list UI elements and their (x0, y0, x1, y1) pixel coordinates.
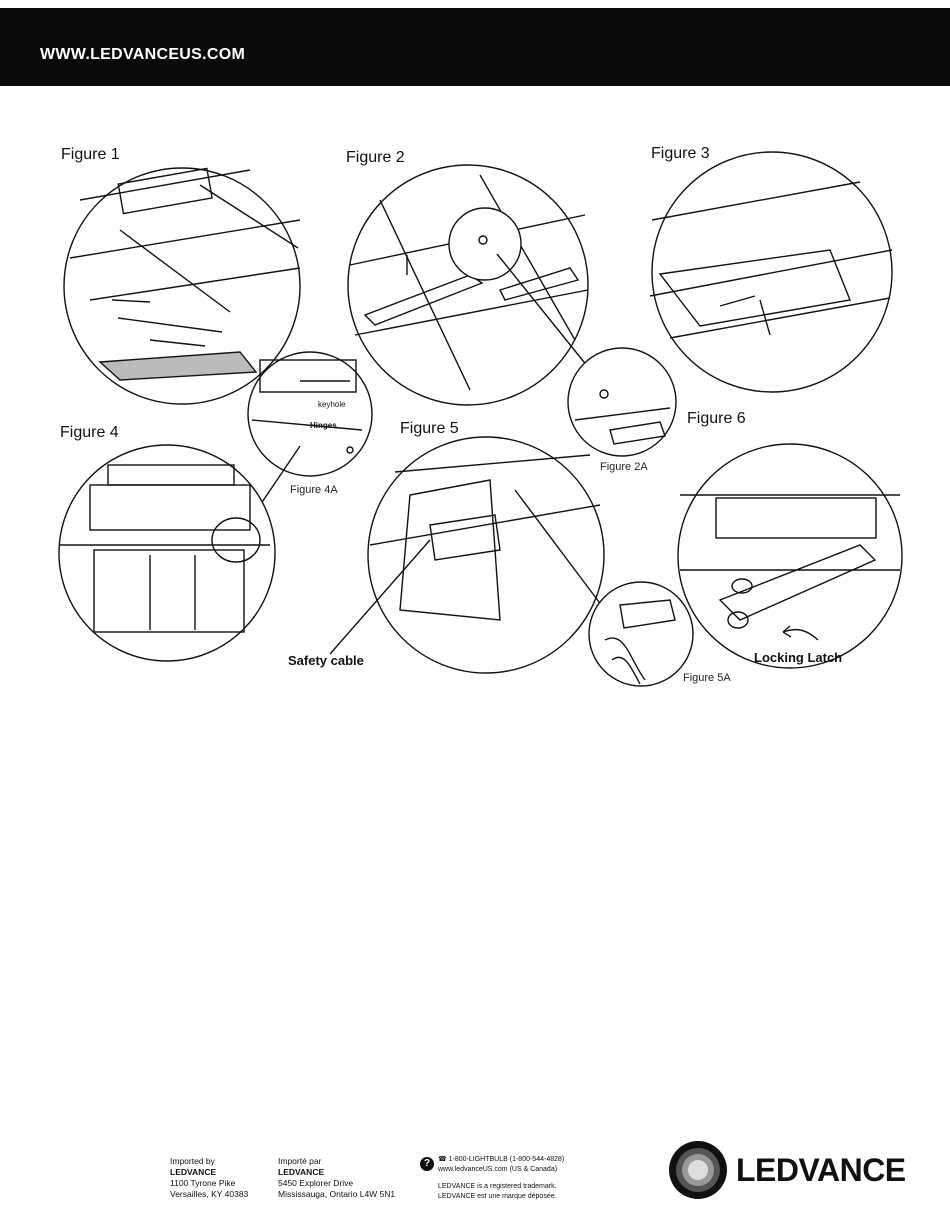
figure-3-illustration (649, 151, 893, 393)
help-icon: ? (420, 1157, 434, 1171)
ledvance-logo-text: LEDVANCE (736, 1152, 906, 1188)
website-url[interactable]: WWW.LEDVANCEUS.COM (40, 46, 246, 63)
ledvance-logo-mark (669, 1141, 727, 1199)
figure-4a-illustration (247, 351, 373, 521)
figure-2a-illustration (567, 347, 677, 457)
figure-2a-label: Figure 2A (600, 461, 648, 473)
ca-importer-line2: Mississauga, Ontario L4W 5N1 (278, 1189, 396, 1199)
locking-latch-callout: Locking Latch (754, 650, 843, 665)
us-importer-line2: Versailles, KY 40383 (170, 1189, 249, 1199)
ca-importer-line1: 5450 Explorer Drive (278, 1178, 354, 1188)
trademark-en: LEDVANCE is a registered trademark. (438, 1183, 557, 1190)
us-importer-block: Imported by LEDVANCE 1100 Tyrone Pike Ve… (170, 1156, 248, 1200)
safety-cable-callout: Safety cable (288, 653, 364, 668)
figure-6-illustration (677, 443, 903, 669)
trademark-fr: LEDVANCE est une marque déposée. (438, 1193, 557, 1200)
keyhole-callout: keyhole (318, 400, 346, 409)
figure-4a-label: Figure 4A (290, 484, 338, 496)
figure-6-label: Figure 6 (687, 410, 746, 427)
ca-importer-prefix: Importé par (278, 1156, 322, 1166)
ca-importer-block: Importé par LEDVANCE 5450 Explorer Drive… (278, 1156, 395, 1200)
figure-2-label: Figure 2 (346, 149, 405, 166)
contact-phone[interactable]: ☎ 1-800-LIGHTBULB (1-800-544-4828) (438, 1156, 565, 1163)
contact-block: ☎ 1-800-LIGHTBULB (1-800-544-4828) www.l… (438, 1155, 564, 1202)
ca-importer-company: LEDVANCE (278, 1167, 325, 1177)
figure-2-illustration (347, 164, 593, 406)
us-importer-line1: 1100 Tyrone Pike (170, 1178, 236, 1188)
header-bar: WWW.LEDVANCEUS.COM (0, 8, 950, 86)
contact-web[interactable]: www.ledvanceUS.com (US & Canada) (438, 1166, 558, 1173)
us-importer-company: LEDVANCE (170, 1167, 217, 1177)
figure-5a-illustration (588, 581, 694, 687)
hinges-callout: Hinges (310, 421, 337, 430)
figure-3-label: Figure 3 (651, 145, 710, 162)
figure-5-illustration (329, 436, 606, 674)
figure-5a-label: Figure 5A (683, 672, 731, 684)
ledvance-logo: LEDVANCE (668, 1140, 918, 1200)
figure-1-illustration (63, 167, 301, 405)
figure-4-label: Figure 4 (60, 424, 119, 441)
figure-4-illustration (58, 444, 276, 662)
figure-5-label: Figure 5 (400, 420, 459, 437)
figure-1-label: Figure 1 (61, 146, 120, 163)
us-importer-prefix: Imported by (170, 1156, 215, 1166)
